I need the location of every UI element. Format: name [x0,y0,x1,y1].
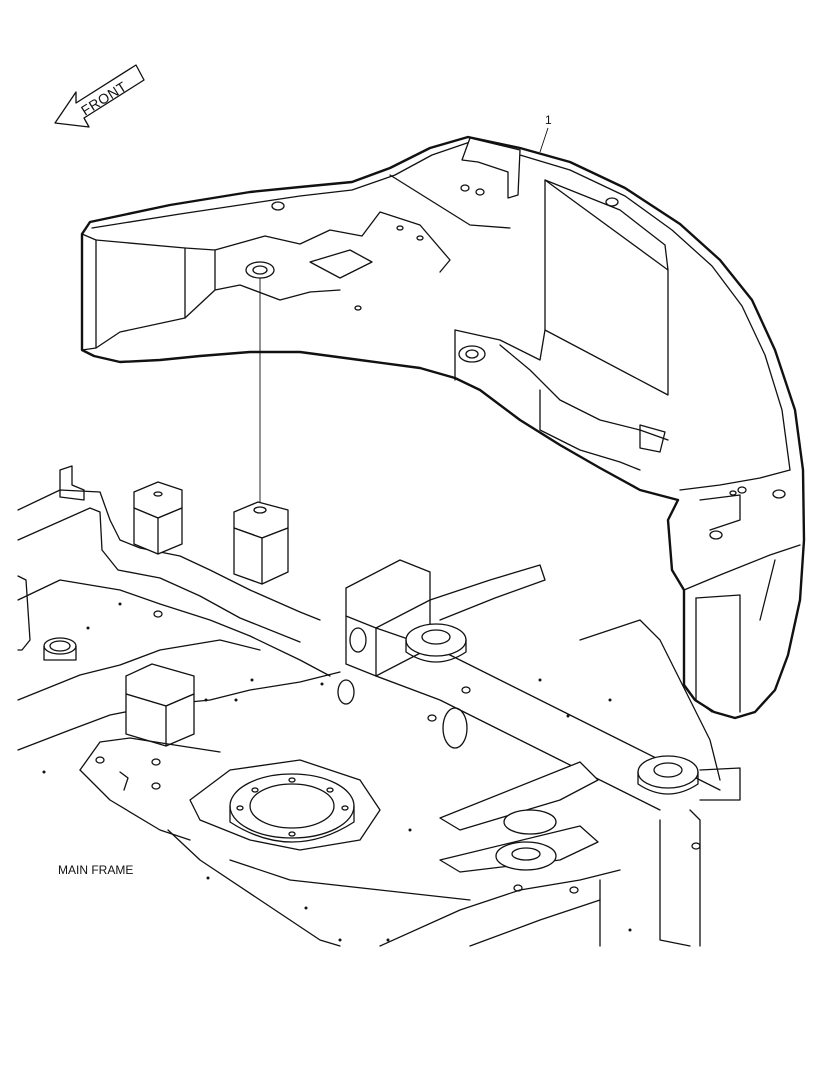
mount-rubber-left [133,481,183,555]
front-arrow-icon: FRONT [54,64,145,128]
callout-1: 1 [539,113,552,153]
counterweight-part [80,135,806,720]
swing-bearing-mount [189,759,381,851]
pivot-boss-right [637,755,699,795]
callout-number: 1 [545,113,552,127]
main-frame-label: MAIN FRAME [58,863,133,877]
mount-rubber-front [125,663,195,747]
main-frame-part [17,465,741,947]
pivot-boss [405,623,467,663]
mount-rubber [233,501,289,585]
